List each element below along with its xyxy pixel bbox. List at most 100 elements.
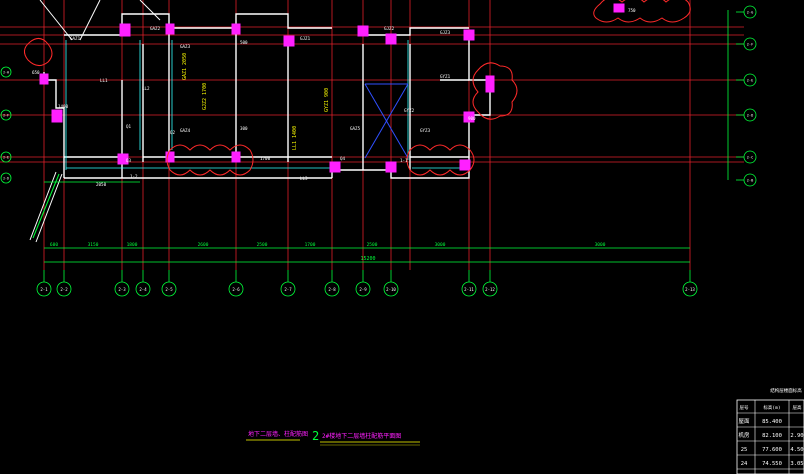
axis-label: 2-7: [284, 287, 292, 292]
axis-bubble: [36, 281, 52, 297]
segment-dimension: 3150: [88, 242, 99, 248]
plan-label: LL3: [300, 176, 308, 181]
axis-label: 2-D: [747, 114, 754, 118]
segment-dimension: 3000: [595, 242, 606, 248]
axis-label: 2-G: [747, 11, 754, 15]
plan-label: GJZ3: [440, 30, 451, 35]
segment-dimension: 2600: [198, 242, 209, 248]
axis-label: 2-E: [747, 79, 754, 83]
table-header-cell: 层号: [740, 405, 749, 411]
axis-label: 2-8: [328, 287, 336, 292]
table-header-cell: 标高(m): [763, 404, 780, 411]
plan-label: Q3: [126, 158, 132, 163]
table-cell: 82.100: [762, 433, 782, 439]
table-cell: 3.05: [790, 461, 803, 467]
axis-label: 2-F: [747, 43, 754, 47]
axis-bubble: [324, 281, 340, 297]
axis-label: 2-12: [485, 287, 495, 292]
plan-label: GYZ3: [420, 128, 431, 133]
plan-label: 650: [32, 70, 40, 75]
plan-label: GYZ2: [404, 108, 415, 113]
wall-hatch: [65, 40, 466, 170]
plan-label: GAZ3: [180, 44, 191, 49]
rebar-note-4: LL1 1400: [292, 126, 298, 150]
plan-label: 1700: [260, 156, 271, 161]
plan-label: 1-2: [130, 174, 138, 179]
title-main: 2#楼地下二层墙柱配筋平面图: [322, 432, 401, 440]
segment-dimension: 1700: [305, 242, 316, 248]
plan-label: 750: [628, 8, 636, 13]
plan-label: 1400: [58, 104, 69, 109]
table-caption: 结构层楼面标高: [770, 387, 802, 394]
plan-label: GAZ2: [150, 26, 161, 31]
revision-clouds: [24, 0, 691, 176]
plan-label: GYZ1: [440, 74, 451, 79]
axis-label: 2-4: [139, 287, 147, 292]
axis-label: 2-E: [3, 156, 9, 160]
plan-label: LL1: [100, 78, 108, 83]
axis-label: 2-10: [386, 287, 396, 292]
axis-label: 2-B: [747, 179, 754, 183]
axis-bubble: [461, 281, 477, 297]
plan-label: GJZ2: [384, 26, 395, 31]
axis-bubble: [280, 281, 296, 297]
table-cell: 25: [741, 447, 748, 453]
segment-dimension: 3000: [435, 242, 446, 248]
columns: [39, 3, 625, 173]
dimension-lines: [44, 181, 690, 263]
plan-label: GAZ1: [70, 36, 81, 41]
axis-bubble: [743, 150, 757, 164]
table-cell: 2.90: [790, 433, 803, 439]
table-cell: 24: [741, 461, 748, 467]
axis-label: 2-D: [3, 177, 9, 181]
plan-label: GAZ5: [350, 126, 361, 131]
axis-label: 2-9: [359, 287, 367, 292]
table-cell: 85.400: [762, 419, 782, 425]
table-cell: 74.550: [762, 461, 782, 467]
plan-label: GJZ1: [300, 36, 311, 41]
axis-label: 2-5: [165, 287, 173, 292]
table-cell: 4.50: [790, 447, 803, 453]
segment-dimension: 2500: [367, 242, 378, 248]
plan-label: 2050: [96, 182, 107, 187]
overall-dimension: 15200: [360, 256, 375, 262]
segment-dimension: 600: [50, 242, 58, 248]
axis-bubble: [682, 281, 698, 297]
axis-bubble: [228, 281, 244, 297]
plan-label: 500: [240, 40, 248, 45]
axis-bubble: [743, 108, 757, 122]
axis-bubble: [161, 281, 177, 297]
axis-label: 2-6: [232, 287, 240, 292]
axis-bubble: [0, 172, 12, 184]
axis-bubble: [743, 173, 757, 187]
axis-bubble: [355, 281, 371, 297]
axis-bubble: [743, 37, 757, 51]
table-cell: 77.600: [762, 447, 782, 453]
rebar-note-2: GJZ2 1700: [202, 83, 208, 110]
axis-bubble: [135, 281, 151, 297]
plan-label: 300: [240, 126, 248, 131]
axis-label: 2-3: [118, 287, 126, 292]
plan-label: Q1: [126, 124, 132, 129]
axis-label: 2-C: [747, 156, 754, 160]
axis-bubble: [0, 109, 12, 121]
axis-bubble: [0, 66, 12, 78]
rebar-note-3: GYZ1 900: [324, 88, 330, 112]
rebar-notes: GAZ1 2050 GJZ2 1700 GYZ1 900 LL1 1400: [182, 53, 330, 150]
title-left: 地下二层墙、柱配筋图: [248, 430, 308, 438]
axis-label: 2-13: [685, 287, 695, 292]
plan-label: LL2: [142, 86, 150, 91]
plan-label: 900: [468, 116, 476, 121]
left-axis-bubbles: 2-H2-F2-E2-D: [0, 66, 12, 184]
segment-dimension: 1800: [127, 242, 138, 248]
plan-label: GAZ4: [180, 128, 191, 133]
table-cell: 屋面: [738, 418, 750, 425]
axis-bubble: [743, 73, 757, 87]
rebar-note-1: GAZ1 2050: [182, 53, 188, 80]
axis-bubble: [482, 281, 498, 297]
